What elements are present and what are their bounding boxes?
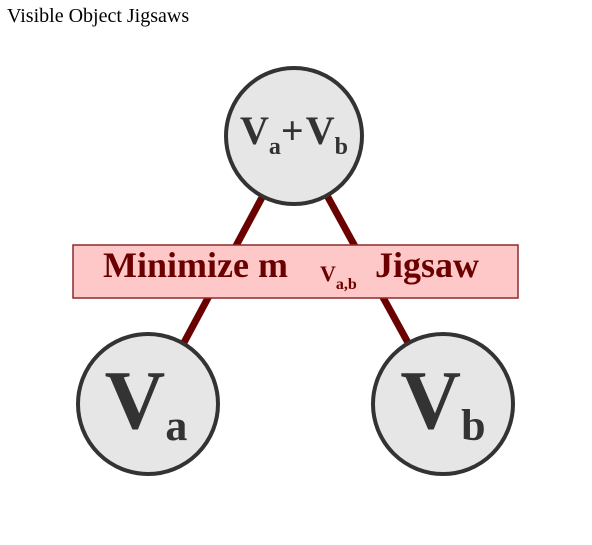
banner-prefix: Minimize m	[103, 245, 288, 285]
node-right-circle	[371, 332, 515, 476]
node-top-label: Va+Vb	[240, 108, 348, 160]
page-title: Visible Object Jigsaws	[7, 5, 190, 27]
node-left-va: Va	[76, 332, 220, 476]
node-left-label: Va	[105, 354, 188, 450]
minimize-jigsaw-banner: Minimize m Va,b Jigsaw	[72, 244, 519, 299]
banner-subscript: Va,b	[320, 261, 357, 293]
node-right-vb: Vb	[371, 332, 515, 476]
node-top-sum: Va+Vb	[224, 66, 364, 206]
node-left-circle	[76, 332, 220, 476]
node-right-label: Vb	[400, 354, 485, 450]
banner-box	[72, 244, 519, 299]
node-top-circle	[224, 66, 364, 206]
banner-suffix: Jigsaw	[375, 245, 479, 285]
